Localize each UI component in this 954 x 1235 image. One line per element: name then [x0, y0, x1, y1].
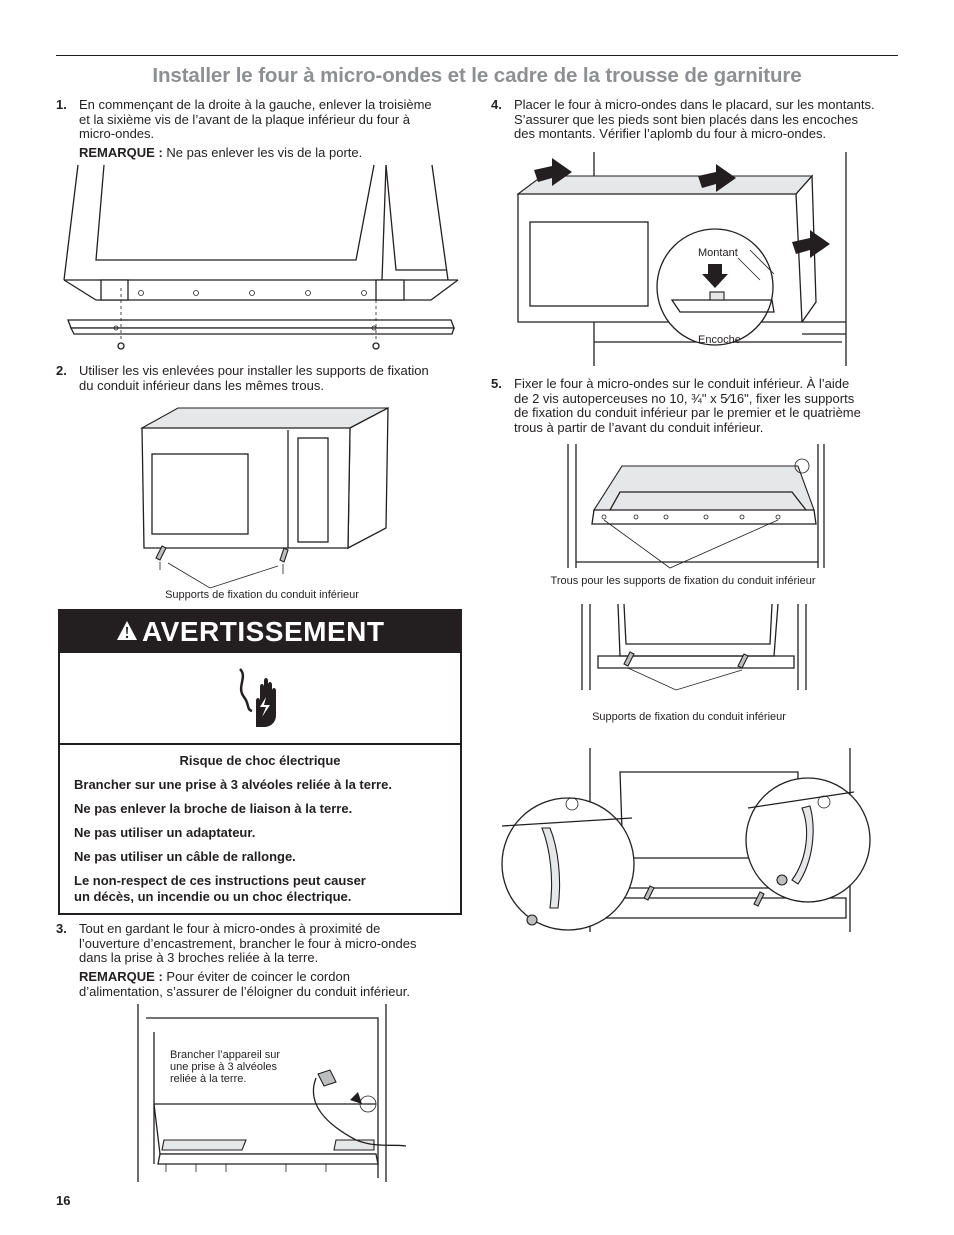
warning-heading: Risque de choc électrique: [179, 753, 341, 768]
step-text-line: Tout en gardant le four à micro-ondes à …: [79, 921, 381, 936]
label-encoche: Encoche: [698, 334, 741, 346]
illustration-bracket-detail: [501, 748, 871, 932]
illustration-plug: [137, 1004, 407, 1182]
step-number: 4.: [491, 97, 502, 112]
step-number: 1.: [56, 97, 67, 112]
illustration-duct-holes: [567, 444, 825, 569]
warning-separator: [60, 743, 460, 745]
warning-title: AVERTISSEMENT: [142, 616, 385, 647]
step-text-line: du conduit inférieur dans les mêmes trou…: [79, 377, 324, 393]
step-text-line: En commençant de la droite à la gauche, …: [79, 97, 432, 112]
illustration-brackets-installed: [581, 603, 807, 691]
step-text-line: et la sixième vis de l’avant de la plaqu…: [79, 111, 410, 127]
step-text-line: S’assurer que les pieds sont bien placés…: [514, 111, 858, 127]
page-title: Installer le four à micro-ondes et le ca…: [152, 64, 802, 87]
illustration-brackets: [139, 406, 389, 589]
electric-shock-hand-icon: [238, 668, 276, 727]
step-text-line: Fixer le four à micro-ondes sur le condu…: [514, 376, 850, 391]
step-number: 5.: [491, 376, 502, 391]
warning-triangle-icon: [117, 621, 137, 640]
step-text-line: micro-ondes.: [79, 126, 155, 141]
illustration-oven-placement: [516, 152, 847, 366]
step-number: 2.: [56, 363, 67, 378]
step-text-line: des montants. Vérifier l’aplomb du four …: [514, 126, 827, 141]
warning-line: Ne pas enlever la broche de liaison à la…: [74, 801, 353, 816]
warning-line: Ne pas utiliser un câble de rallonge.: [74, 849, 296, 864]
step-text-line: trous à partir de l’avant du conduit inf…: [514, 419, 764, 435]
callout-plug: Brancher l’appareil sur une prise à 3 al…: [170, 1049, 281, 1085]
step-text-line: de 2 vis autoperceuses no 10, ¾" x 5⁄16"…: [514, 390, 855, 406]
caption-brackets-installed: Supports de fixation du conduit inférieu…: [592, 711, 786, 723]
step-1-note: REMARQUE : Ne pas enlever les vis de la …: [79, 145, 363, 161]
caption-duct-holes: Trous pour les supports de fixation du c…: [550, 575, 816, 587]
note-label: REMARQUE :: [79, 145, 163, 160]
warning-header: AVERTISSEMENT: [60, 611, 460, 653]
note-text: Ne pas enlever les vis de la porte.: [166, 145, 363, 160]
note-label: REMARQUE :: [79, 969, 163, 984]
step-3-note: REMARQUE : Pour éviter de coincer le cor…: [79, 969, 410, 999]
caption-brackets: Supports de fixation du conduit inférieu…: [165, 589, 359, 601]
warning-consequence: Le non-respect de ces instructions peut …: [74, 873, 366, 904]
label-montant: Montant: [698, 247, 738, 259]
step-text-line: Placer le four à micro-ondes dans le pla…: [514, 97, 875, 112]
step-number: 3.: [56, 921, 67, 936]
illustration-oven-underside: [63, 164, 459, 350]
page-number: 16: [56, 1193, 71, 1208]
step-text-line: Utiliser les vis enlevées pour installer…: [79, 363, 429, 378]
step-text-line: dans la prise à 3 broches reliée à la te…: [79, 950, 319, 965]
warning-line: Ne pas utiliser un adaptateur.: [74, 825, 256, 840]
warning-box: AVERTISSEMENT Risque de choc électrique …: [58, 609, 462, 915]
step-text-line: l’ouverture d’encastrement, brancher le …: [79, 935, 417, 951]
warning-line: Brancher sur une prise à 3 alvéoles reli…: [74, 777, 392, 792]
top-rule: [56, 55, 898, 56]
step-text-line: de fixation du conduit inférieur par le …: [514, 405, 861, 420]
